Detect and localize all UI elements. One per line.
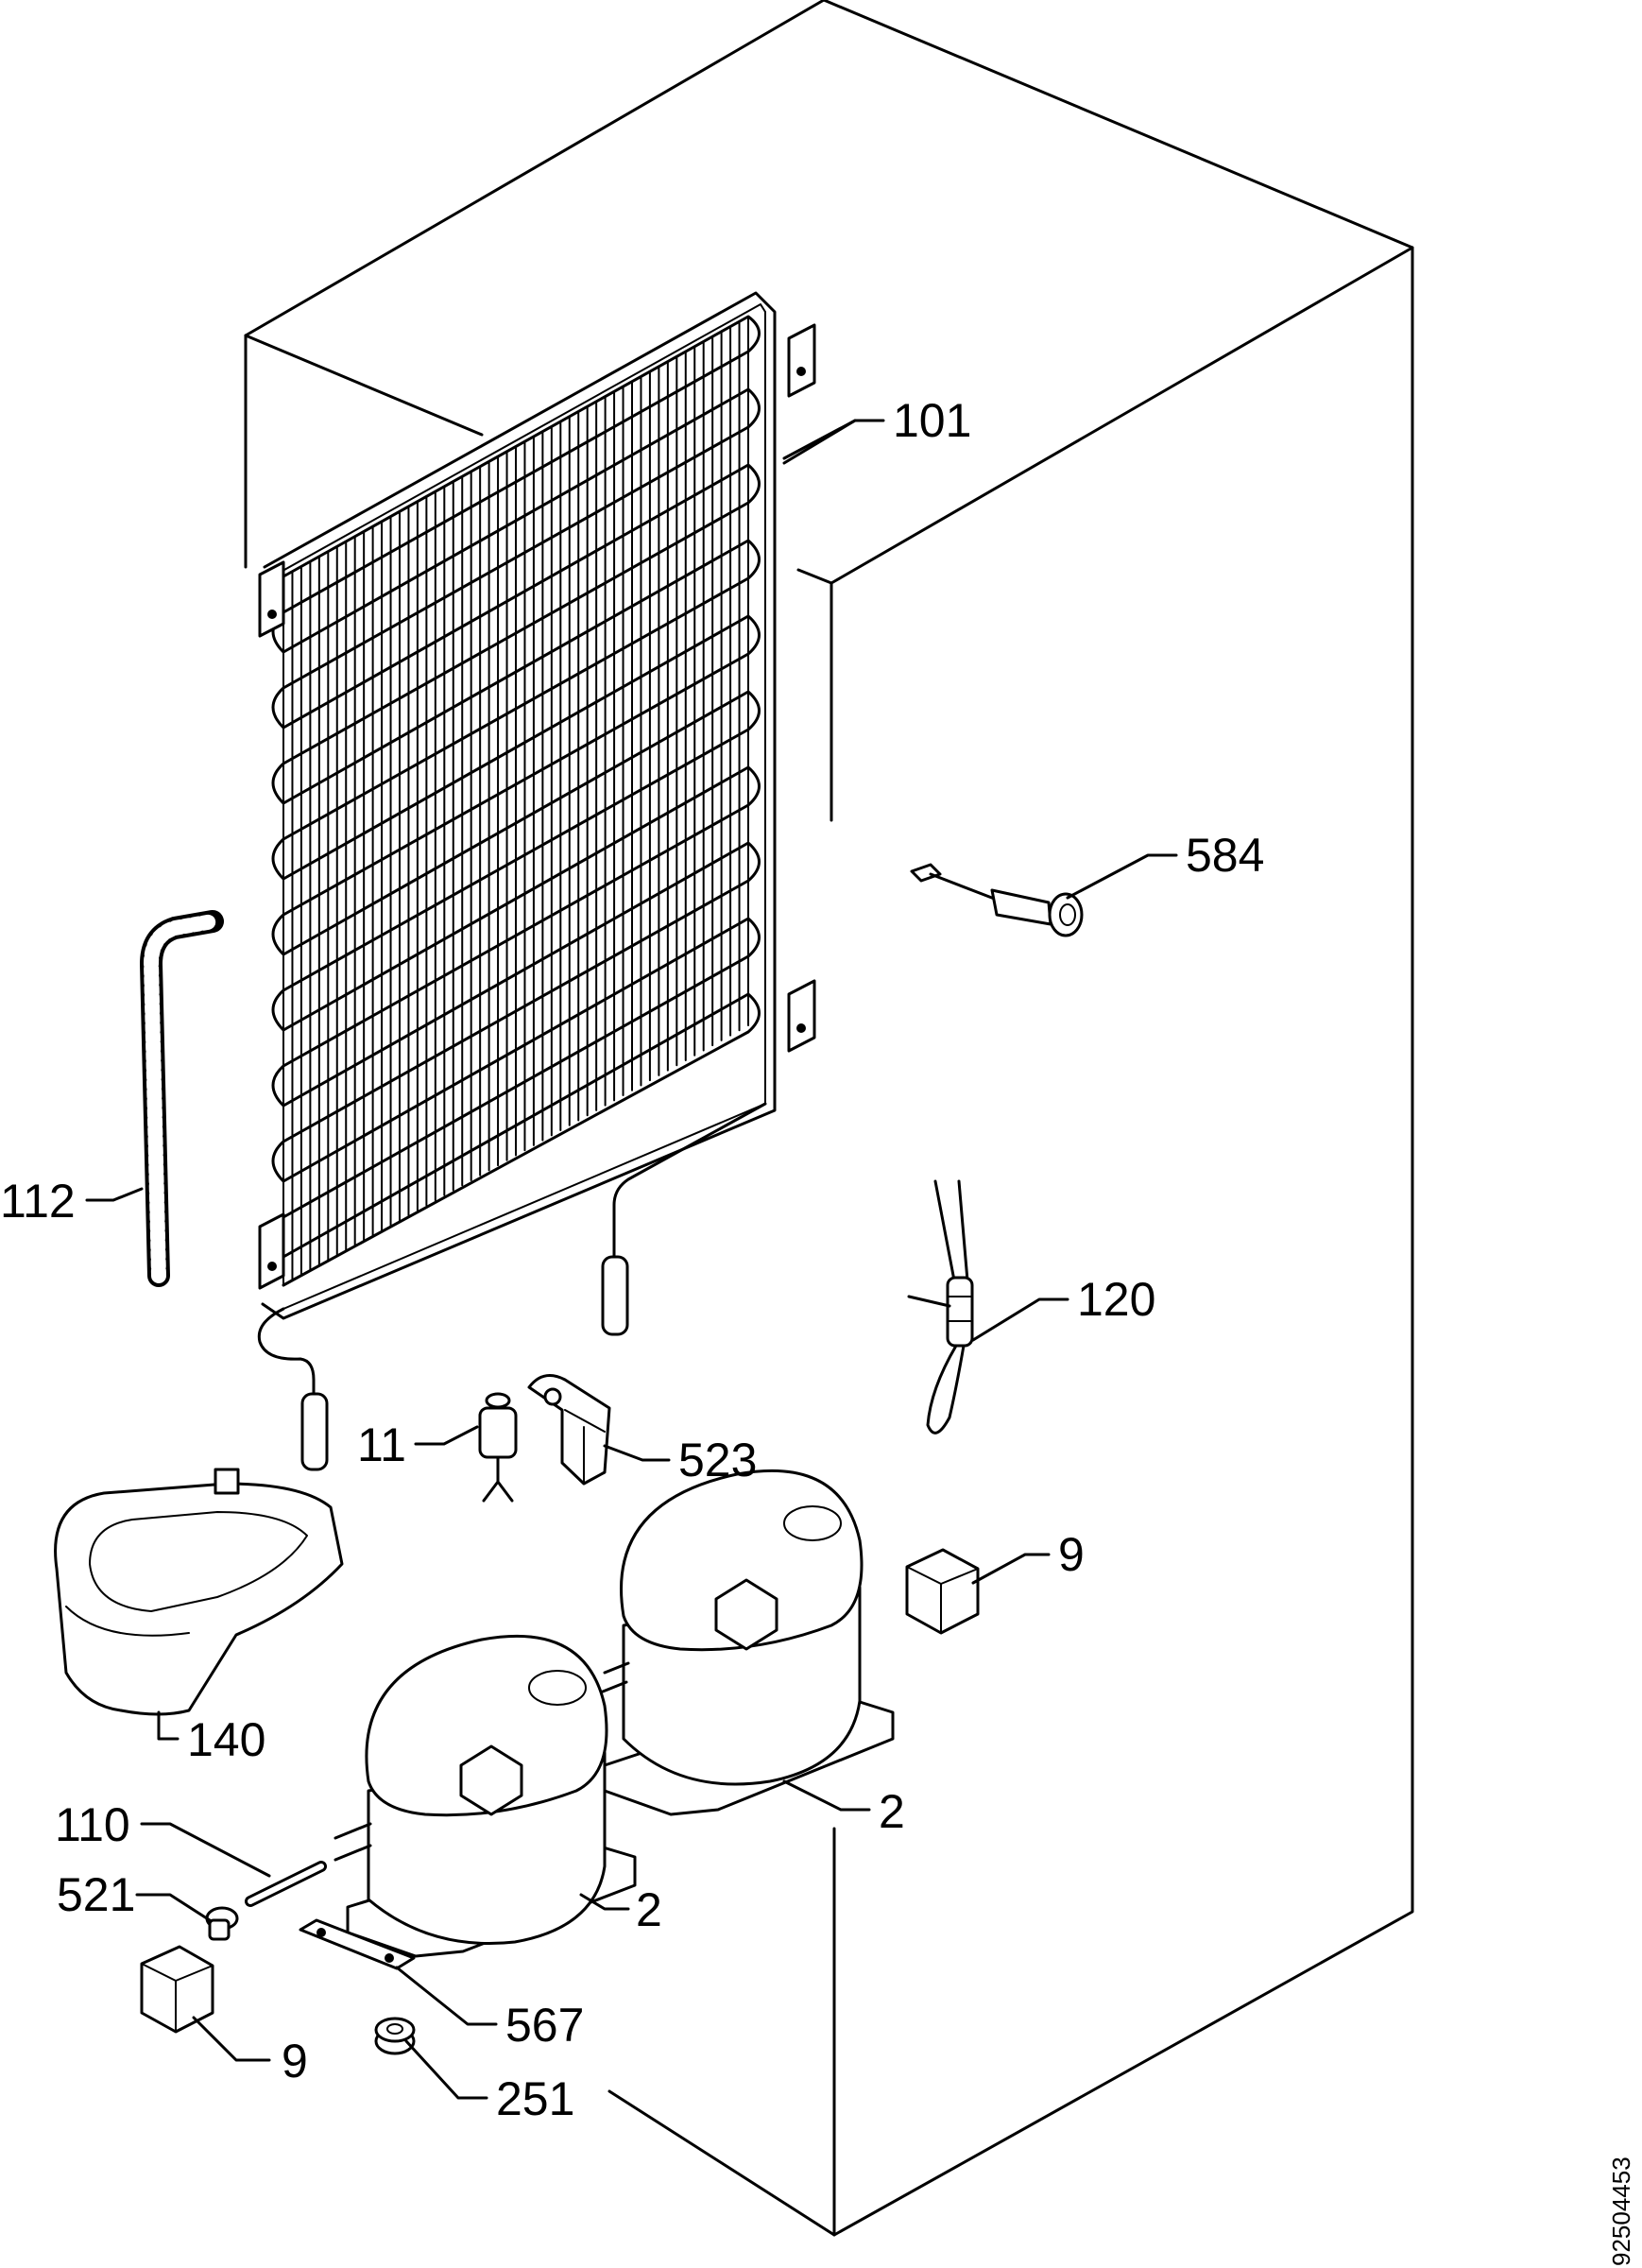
drip-tray (54, 1468, 344, 1716)
screw (205, 1906, 239, 1941)
condenser (257, 291, 857, 1471)
mount-plate (299, 1918, 416, 1970)
relay-left (140, 1945, 214, 2034)
label-9-left: 9 (282, 2035, 308, 2088)
label-521: 521 (57, 1868, 135, 1921)
grommet (374, 2017, 416, 2055)
compressor-right (601, 1469, 895, 1816)
service-pipe (907, 1179, 974, 1435)
dryer-filter (478, 1392, 518, 1503)
label-112: 112 (0, 1175, 76, 1228)
label-523: 523 (678, 1434, 757, 1486)
label-110: 110 (55, 1798, 130, 1851)
label-2-right: 2 (879, 1785, 905, 1838)
label-567: 567 (505, 1999, 584, 2052)
compressor-left (334, 1634, 637, 1958)
label-2-left: 2 (636, 1883, 662, 1936)
thermal-protector (910, 863, 1084, 937)
label-9-right: 9 (1058, 1528, 1085, 1581)
pin (245, 1861, 327, 1907)
leader-lines (85, 419, 1178, 2100)
label-140: 140 (187, 1713, 265, 1766)
label-101: 101 (893, 394, 971, 447)
label-11: 11 (357, 1418, 406, 1471)
label-120: 120 (1077, 1273, 1155, 1326)
label-251: 251 (496, 2072, 574, 2125)
cabinet (244, 0, 1414, 2237)
bracket (527, 1374, 611, 1486)
drain-hose (140, 910, 224, 1287)
relay-right (905, 1548, 980, 1635)
document-number: 92504453 (1607, 2156, 1635, 2266)
label-584: 584 (1186, 829, 1264, 882)
